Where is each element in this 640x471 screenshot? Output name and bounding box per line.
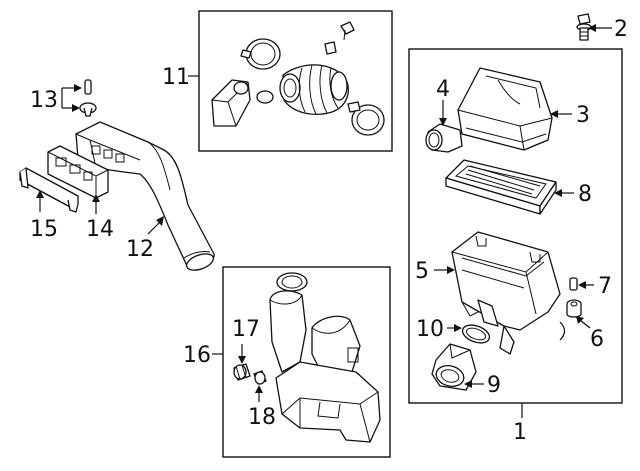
group-box-16 xyxy=(222,266,391,458)
part-2-bolt xyxy=(576,13,592,41)
part-16-resonator xyxy=(269,272,381,443)
part-4-inlet-tube xyxy=(425,123,463,153)
callout-13: 13 xyxy=(30,88,58,113)
callout-11: 11 xyxy=(162,65,190,90)
hose-hook xyxy=(559,321,566,341)
part-12-inlet-duct xyxy=(75,121,215,271)
callout-8: 8 xyxy=(578,182,592,207)
group-box-1 xyxy=(408,48,623,404)
part-6-grommet xyxy=(566,299,582,318)
part-14-bracket xyxy=(47,145,109,199)
callout-9: 9 xyxy=(487,373,501,398)
callout-1: 1 xyxy=(513,420,527,445)
part-10-o-ring xyxy=(461,324,491,344)
part-13-clips xyxy=(79,79,97,117)
part-3-air-cleaner-cover xyxy=(457,67,553,151)
part-18-fitting xyxy=(253,370,267,385)
callout-2: 2 xyxy=(614,17,628,42)
callout-5: 5 xyxy=(415,259,429,284)
callout-3: 3 xyxy=(576,103,590,128)
callout-15: 15 xyxy=(30,217,58,242)
part-15-bracket-strip xyxy=(19,167,79,213)
part-11-resonator-duct xyxy=(211,21,385,136)
callout-10: 10 xyxy=(416,317,444,342)
part-7-pin xyxy=(569,277,578,291)
callout-16: 16 xyxy=(183,343,211,368)
part-5-lower-housing xyxy=(451,231,561,355)
part-8-air-filter xyxy=(445,159,557,215)
callout-12: 12 xyxy=(126,237,154,262)
callout-6: 6 xyxy=(590,327,604,352)
callout-18: 18 xyxy=(248,405,276,430)
leader-lines xyxy=(36,24,612,418)
callout-7: 7 xyxy=(598,274,612,299)
callout-14: 14 xyxy=(86,217,114,242)
callout-17: 17 xyxy=(232,317,260,342)
group-box-11 xyxy=(198,10,393,152)
callout-4: 4 xyxy=(436,77,450,102)
part-17-fitting xyxy=(233,363,251,381)
